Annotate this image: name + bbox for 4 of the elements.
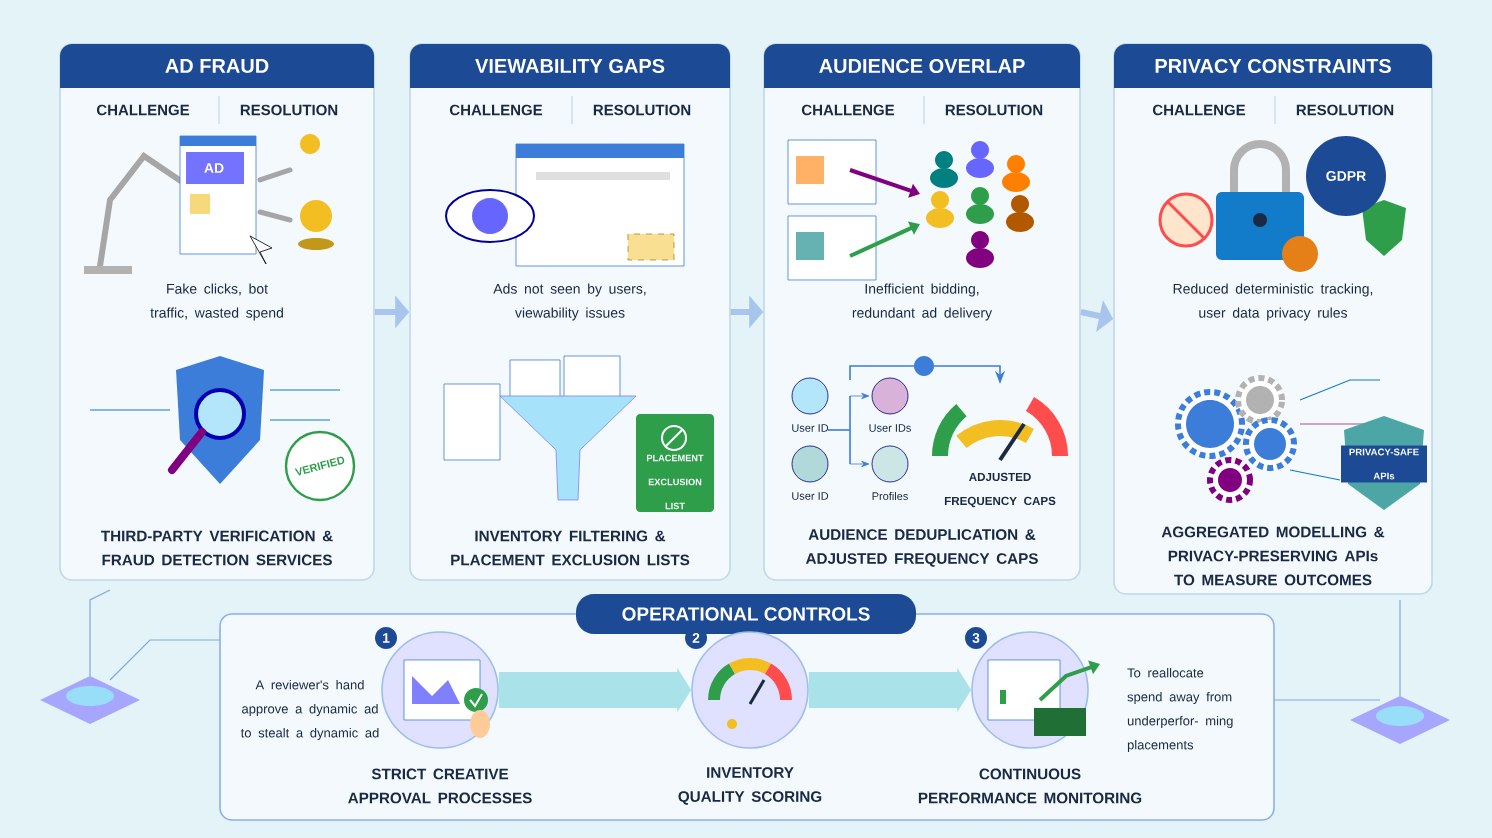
title-bar: VIEWABILITY GAPS xyxy=(410,44,730,88)
title-bar: PRIVACY CONSTRAINTS xyxy=(1114,44,1432,88)
title-bar: AUDIENCE OVERLAP xyxy=(764,44,1080,88)
title-bar: AD FRAUD xyxy=(60,44,374,88)
